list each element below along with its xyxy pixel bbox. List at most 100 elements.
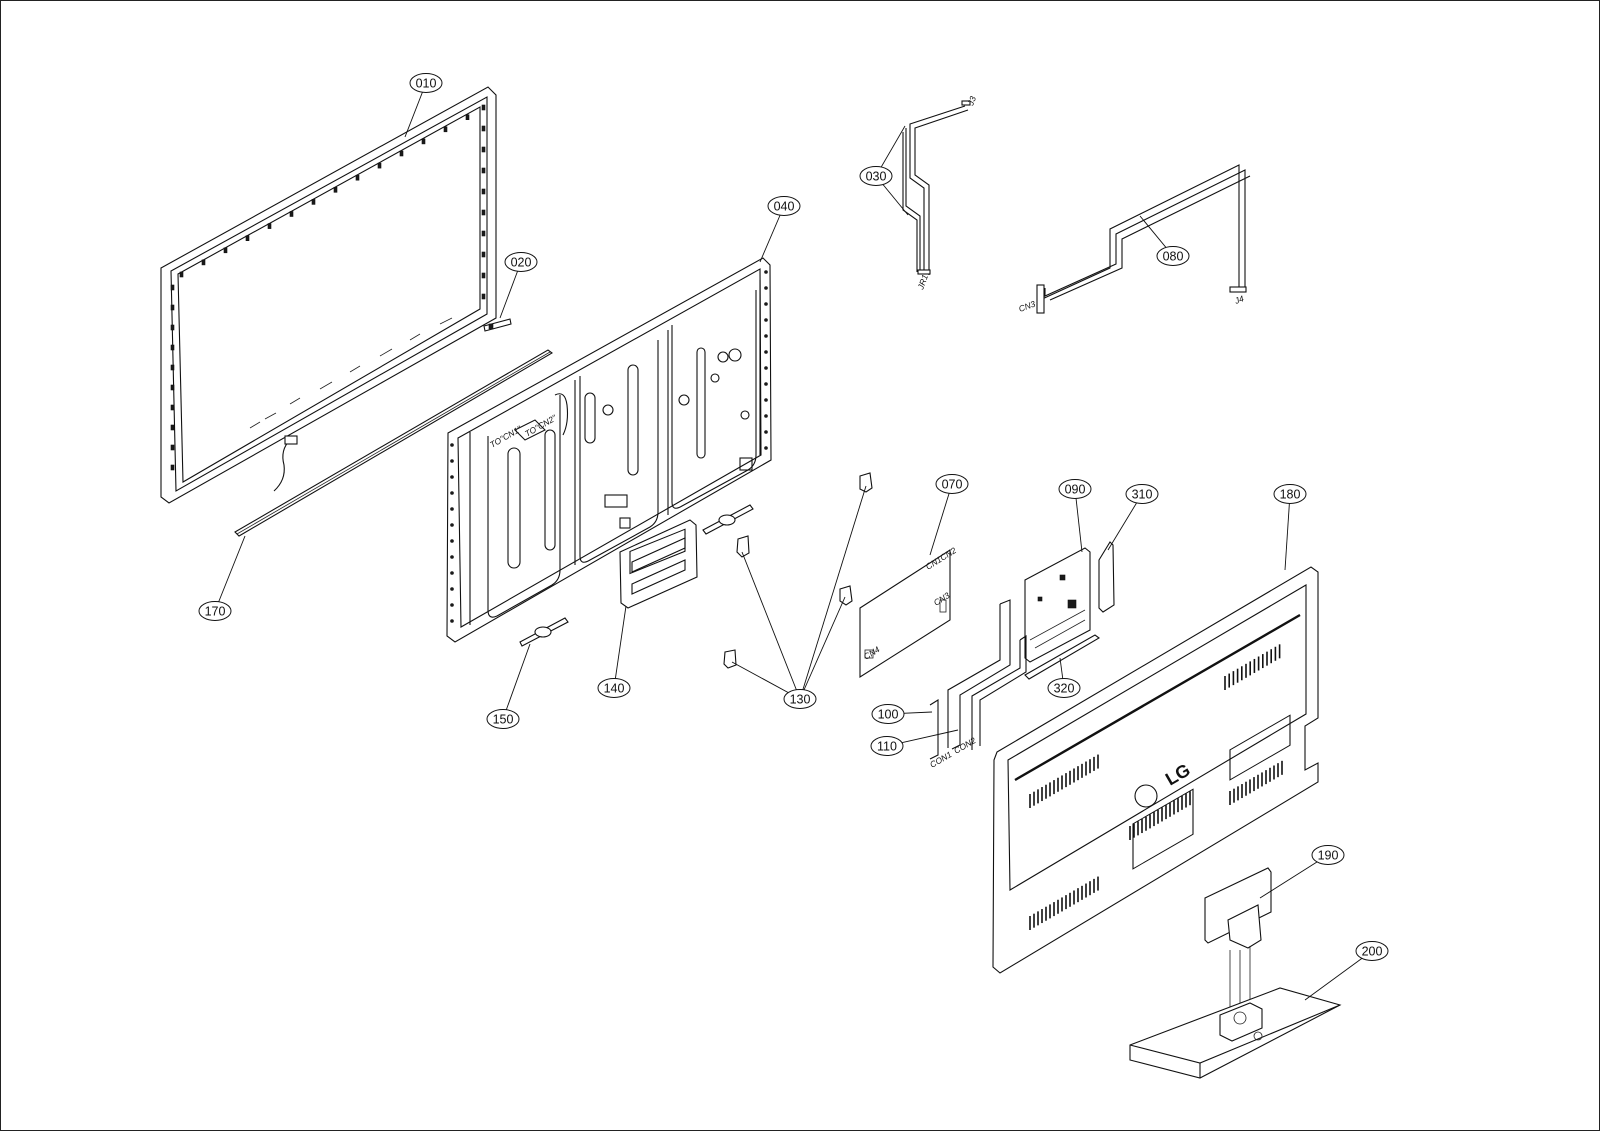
bezel-clip — [481, 251, 486, 258]
bezel-clip — [399, 150, 404, 157]
chassis-hole — [450, 475, 454, 479]
bezel-clip — [481, 230, 486, 237]
bezel-clip — [267, 223, 272, 229]
leader-line-200 — [1304, 950, 1373, 1001]
chassis-hole — [450, 539, 454, 543]
callout-number: 080 — [1163, 250, 1184, 264]
callout-bubble — [597, 678, 631, 698]
leader-line-070 — [929, 483, 953, 556]
callout-bubble — [486, 709, 520, 729]
callout-bubble — [198, 601, 232, 621]
leader-line-130 — [741, 551, 801, 700]
leader-line-140 — [613, 605, 627, 689]
bezel-clip — [170, 424, 175, 431]
bezel-clip — [170, 464, 175, 471]
callout-130: 130 — [783, 689, 817, 709]
callout-number: 150 — [493, 713, 514, 727]
callout-150: 150 — [486, 709, 520, 729]
callout-090: 090 — [1058, 479, 1092, 499]
chassis-hole — [450, 507, 454, 511]
callout-bubble — [871, 704, 905, 724]
chassis-hole — [764, 302, 768, 306]
key-bars-part — [1024, 541, 1115, 680]
chassis-hole — [764, 382, 768, 386]
chassis-hole — [764, 366, 768, 370]
bezel-clip — [481, 209, 486, 216]
ir-sensor-part — [483, 318, 512, 332]
callout-bubble — [1355, 941, 1389, 961]
bezel-clip — [223, 247, 228, 254]
chassis-hole — [450, 555, 454, 559]
bezel-clip — [465, 114, 470, 120]
callout-number: 180 — [1280, 488, 1301, 502]
bezel-clip — [481, 146, 486, 153]
chassis-hole — [764, 350, 768, 354]
callout-number: 170 — [205, 605, 226, 619]
power-board-part — [859, 548, 951, 678]
bezel-clip — [289, 211, 294, 217]
callout-100: 100 — [871, 704, 905, 724]
callout-bubble — [1125, 484, 1159, 504]
callout-bubble — [1156, 246, 1190, 266]
leader-line-180 — [1284, 493, 1291, 571]
callout-070: 070 — [935, 474, 969, 494]
chassis-hole — [764, 398, 768, 402]
callout-number: 090 — [1065, 483, 1086, 497]
chassis-hole — [764, 334, 768, 338]
bezel-clip — [311, 199, 316, 205]
bezel-clip — [333, 187, 338, 193]
ffc-cables-part — [929, 599, 1027, 760]
bracket-clip-parts — [723, 472, 873, 669]
callout-bubble — [1273, 484, 1307, 504]
callout-170: 170 — [198, 601, 232, 621]
cable-030-part — [902, 100, 971, 275]
callout-080: 080 — [1156, 246, 1190, 266]
chassis-hole — [450, 571, 454, 575]
callout-number: 030 — [866, 170, 887, 184]
callout-110: 110 — [870, 736, 904, 756]
callout-310: 310 — [1125, 484, 1159, 504]
callout-140: 140 — [597, 678, 631, 698]
callout-bubble — [1311, 845, 1345, 865]
bezel-clip — [481, 188, 486, 195]
bezel-clip — [201, 259, 206, 266]
callout-bubble — [1058, 479, 1092, 499]
bezel-clip — [245, 235, 250, 241]
callout-020: 020 — [504, 252, 538, 272]
bezel-clip — [421, 138, 426, 145]
chassis-hole — [764, 286, 768, 290]
chassis-hole — [764, 446, 768, 450]
callout-190: 190 — [1311, 845, 1345, 865]
chassis-hole — [764, 414, 768, 418]
callout-number: 100 — [878, 708, 899, 722]
callout-number: 070 — [942, 478, 963, 492]
chassis-hole — [764, 318, 768, 322]
bezel-clip — [170, 404, 175, 411]
connector-label-j4: J4 — [1232, 293, 1245, 306]
callout-180: 180 — [1273, 484, 1307, 504]
callout-number: 140 — [604, 682, 625, 696]
leader-line-130 — [799, 485, 867, 700]
cable-080-part — [1036, 164, 1251, 314]
callout-bubble — [783, 689, 817, 709]
callout-320: 320 — [1047, 678, 1081, 698]
callout-bubble — [767, 196, 801, 216]
callout-bubbles: 010 020 030 040 070 080 090 100 110 130 140 150 170 1… — [198, 73, 1389, 961]
callout-bubble — [859, 166, 893, 186]
bezel-clip — [170, 384, 175, 391]
chassis-hole — [450, 587, 454, 591]
leader-line-090 — [1074, 488, 1083, 553]
callout-number: 130 — [790, 693, 811, 707]
leader-line-150 — [502, 643, 531, 720]
bezel-clip — [481, 167, 486, 174]
bezel-clip — [170, 344, 175, 351]
leader-lines — [214, 82, 1373, 1001]
bezel-clip — [481, 272, 486, 279]
chassis-hole — [764, 430, 768, 434]
callout-010: 010 — [409, 73, 443, 93]
callout-bubble — [870, 736, 904, 756]
bezel-clip — [355, 174, 360, 181]
callout-number: 040 — [774, 200, 795, 214]
